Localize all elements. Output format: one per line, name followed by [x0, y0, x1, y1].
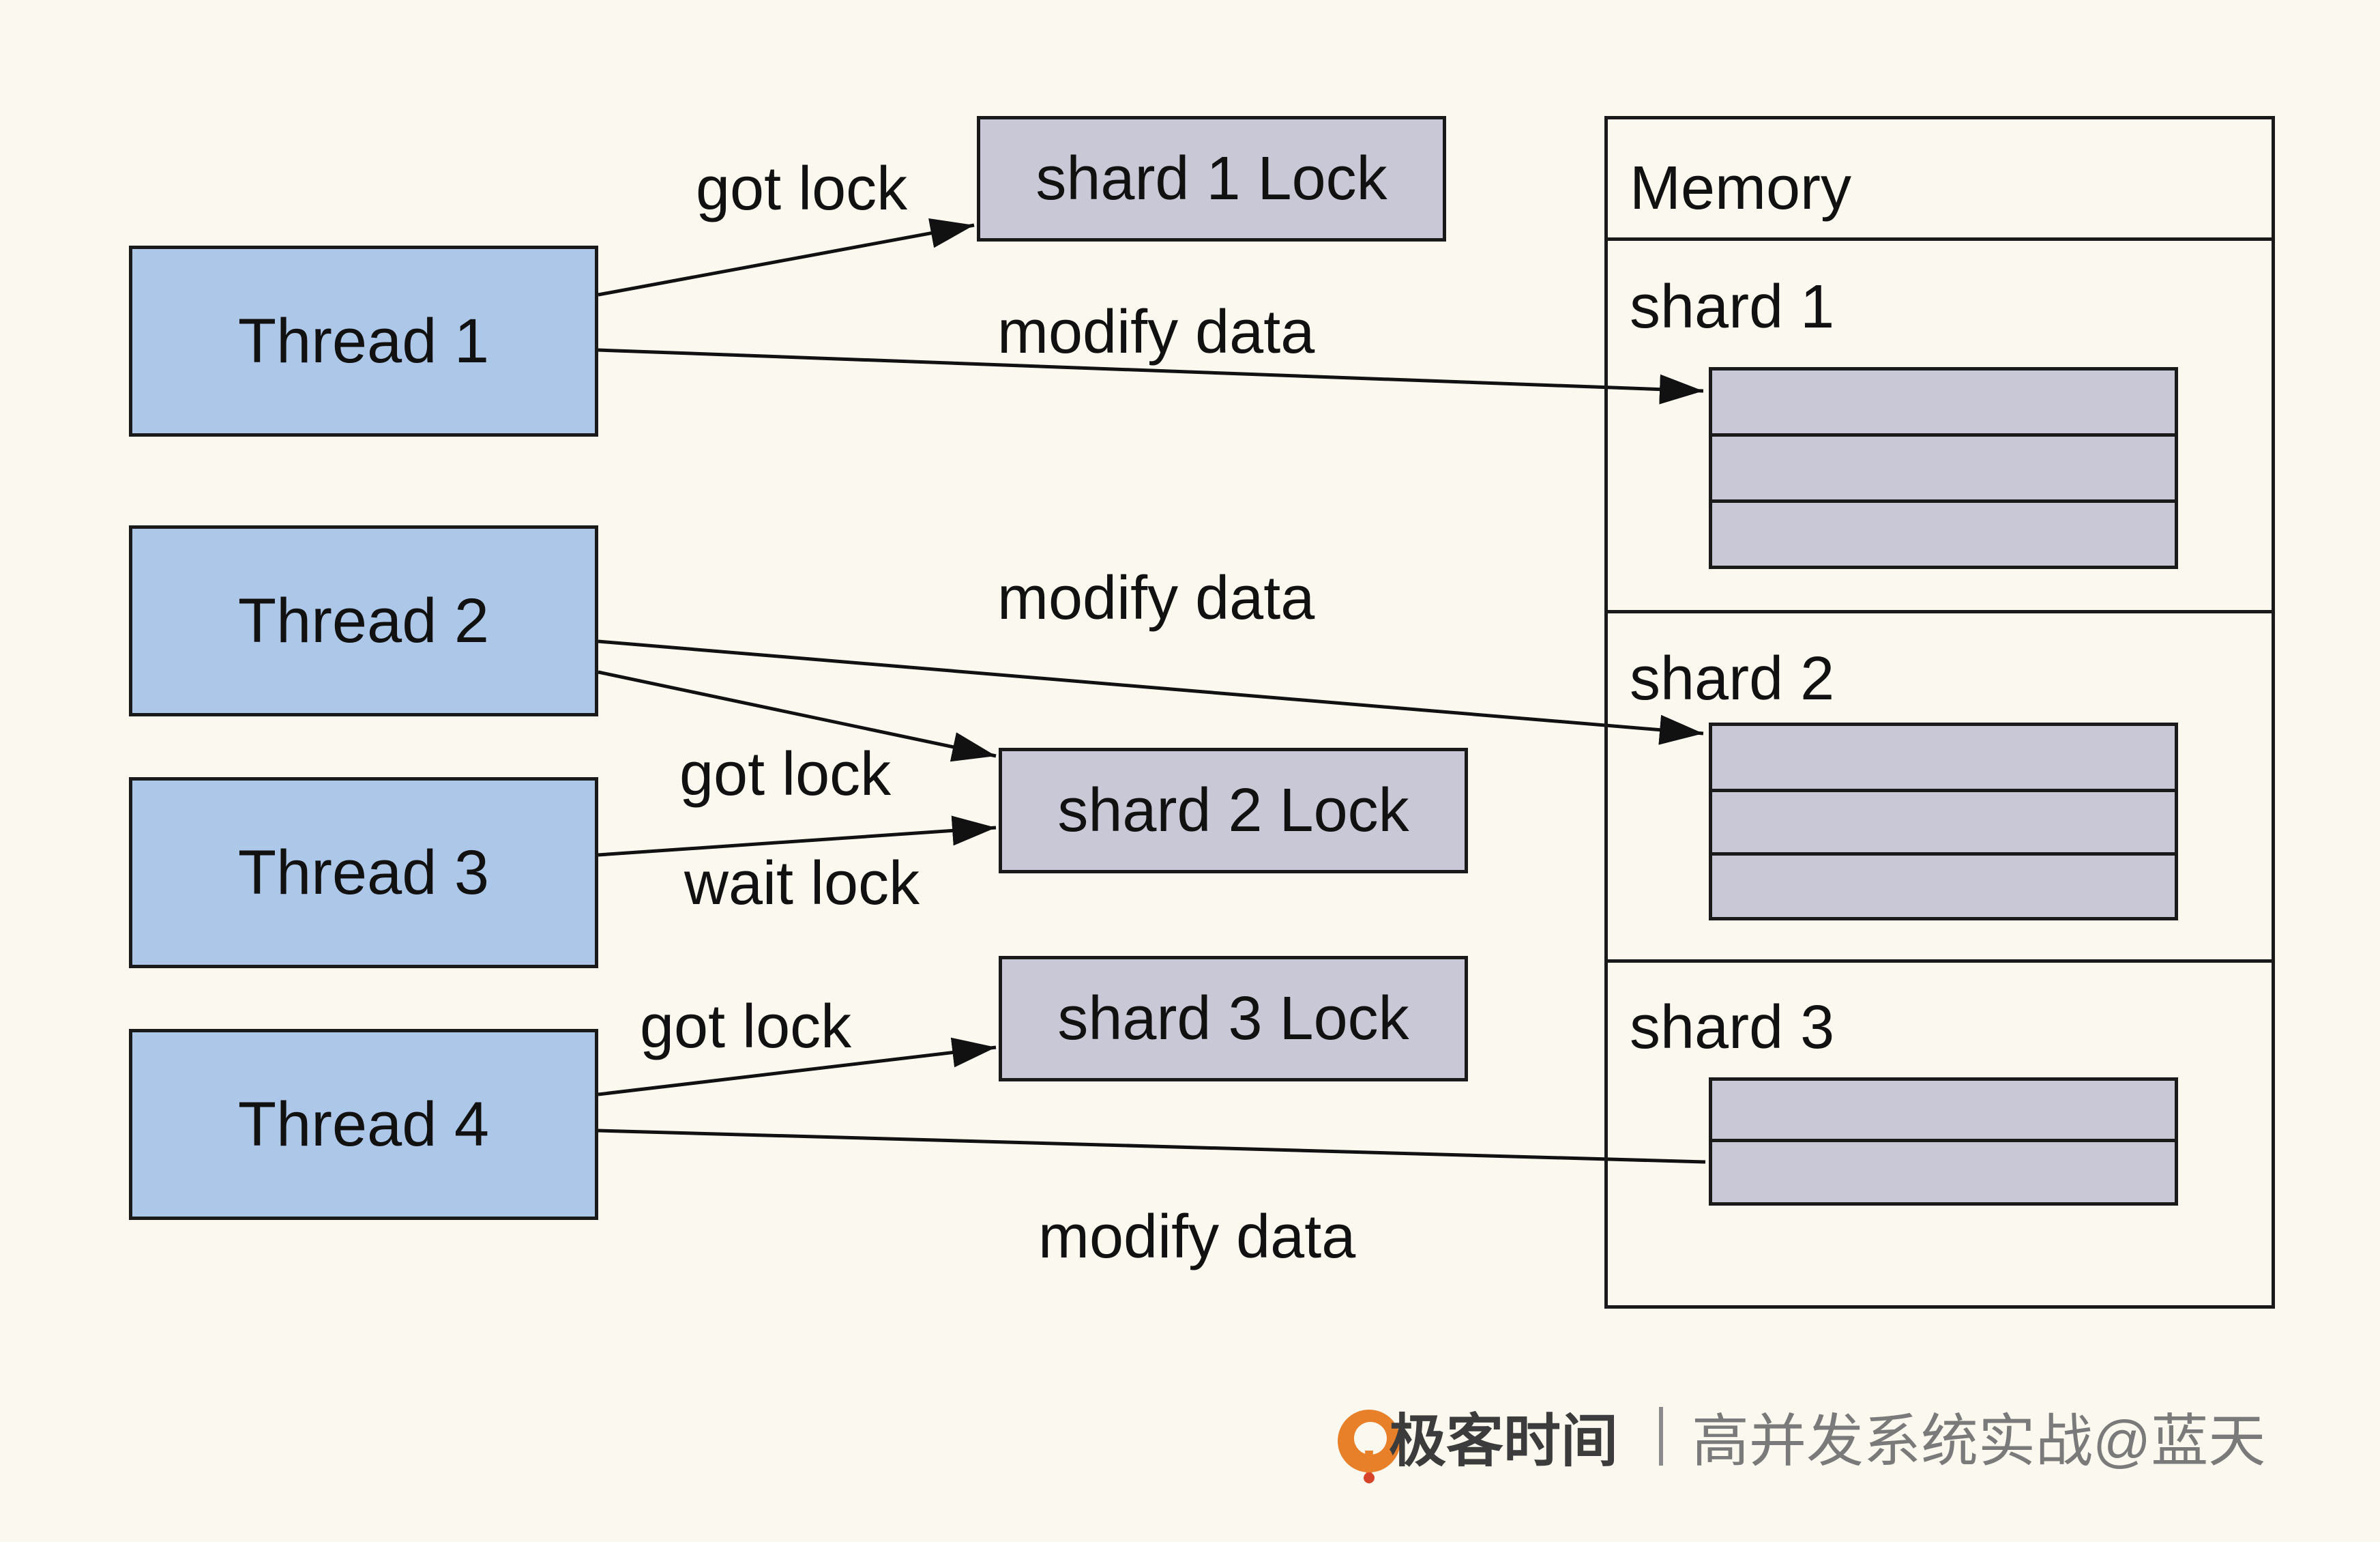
- edge-label-thread2-got-lock: got lock: [679, 740, 892, 809]
- thread-1-box: Thread 1: [129, 246, 598, 437]
- edge-thread4-got-lock: [598, 1037, 997, 1096]
- edge-thread1-modify-data: [598, 348, 1704, 405]
- shard-3-lock-label: shard 3 Lock: [1057, 984, 1409, 1053]
- shard-2-slots: [1709, 723, 2178, 920]
- memory-slot: [1712, 1142, 2175, 1202]
- edge-label-thread1-modify-data: modify data: [997, 298, 1315, 366]
- edge-thread1-got-lock: [598, 218, 975, 297]
- edge-label-thread2-modify-data: modify data: [997, 564, 1315, 632]
- shard-1-lock-label: shard 1 Lock: [1035, 144, 1387, 213]
- footer-brand: 极客时间: [1389, 1408, 1619, 1473]
- shard-3-slots: [1709, 1077, 2178, 1206]
- memory-slot: [1712, 726, 2175, 792]
- shard-2-divider: [1608, 959, 2272, 963]
- thread-4-box: Thread 4: [129, 1029, 598, 1220]
- shard-2-lock-label: shard 2 Lock: [1057, 776, 1409, 845]
- thread-3-label: Thread 3: [237, 837, 490, 907]
- shard-1-slots: [1709, 367, 2178, 569]
- shard-1-divider: [1608, 610, 2272, 613]
- memory-slot: [1712, 1081, 2175, 1142]
- edge-label-thread4-got-lock: got lock: [640, 993, 852, 1061]
- memory-slot: [1712, 370, 2175, 437]
- edge-thread3-wait-lock: [598, 815, 997, 857]
- memory-title: Memory: [1630, 154, 1852, 222]
- memory-slot: [1712, 792, 2175, 856]
- edge-thread4-modify-data: [598, 1129, 1706, 1164]
- edge-label-thread3-wait-lock: wait lock: [684, 849, 920, 918]
- memory-slot: [1712, 856, 2175, 917]
- thread-1-label: Thread 1: [237, 306, 490, 376]
- shard-1-label: shard 1: [1630, 273, 1835, 341]
- memory-panel: Memory shard 1 shard 2 shard 3: [1604, 116, 2275, 1309]
- footer-watermark: 极客时间 高并发系统实战@蓝天: [1336, 1395, 2265, 1477]
- memory-slot: [1712, 503, 2175, 566]
- edge-thread2-got-lock: [598, 670, 997, 762]
- thread-3-box: Thread 3: [129, 777, 598, 968]
- geektime-logo-icon: [1338, 1410, 1400, 1483]
- shard-3-label: shard 3: [1630, 993, 1835, 1062]
- edge-label-thread1-got-lock: got lock: [696, 155, 908, 223]
- shard-3-lock-box: shard 3 Lock: [999, 956, 1468, 1081]
- shard-2-label: shard 2: [1630, 645, 1835, 713]
- memory-slot: [1712, 437, 2175, 503]
- edge-thread2-modify-data: [598, 639, 1704, 745]
- footer-tagline: 高并发系统实战@蓝天: [1692, 1408, 2266, 1473]
- memory-header-divider: [1608, 237, 2272, 241]
- shard-1-lock-box: shard 1 Lock: [977, 116, 1446, 242]
- shard-2-lock-box: shard 2 Lock: [999, 748, 1468, 873]
- thread-2-box: Thread 2: [129, 525, 598, 716]
- edge-label-thread4-modify-data: modify data: [1038, 1203, 1356, 1271]
- thread-2-label: Thread 2: [237, 585, 490, 656]
- thread-4-label: Thread 4: [237, 1089, 490, 1159]
- footer-separator: [1659, 1407, 1664, 1466]
